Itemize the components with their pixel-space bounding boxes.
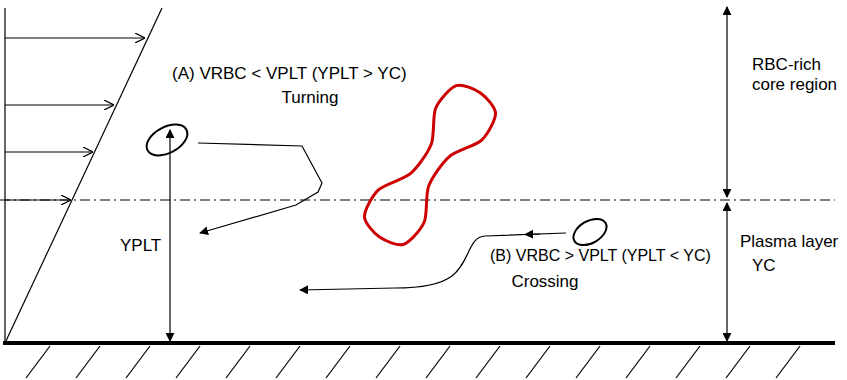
hatch-line [226, 346, 250, 378]
hatch-line [526, 346, 550, 378]
motion-label: Turning [281, 88, 338, 108]
hatch-line [76, 346, 100, 378]
dimension-arrow [726, 203, 727, 341]
velocity-arrow [5, 151, 92, 152]
condition-label: (A) VRBC < VPLT (YPLT > YC) [172, 64, 407, 84]
velocity-arrow [5, 104, 113, 105]
hatch-line [726, 346, 750, 378]
condition-label: (B) VRBC > VPLT (YPLT < YC) [490, 246, 711, 265]
wall-hatching [26, 346, 800, 378]
profile-line [5, 8, 162, 343]
hatch-line [326, 346, 350, 378]
dimension-arrow [169, 130, 170, 341]
platelet [569, 213, 611, 250]
dimension-label: YPLT [120, 236, 161, 256]
boundary-line [0, 199, 835, 200]
trajectory [198, 143, 322, 233]
motion-label: Crossing [511, 272, 578, 292]
dimension-label: YC [752, 256, 776, 276]
wall-line [3, 341, 835, 345]
hatch-line [276, 346, 300, 378]
velocity-arrow [5, 37, 144, 38]
dimension-arrow [726, 7, 727, 197]
hatch-line [376, 346, 400, 378]
hatch-line [576, 346, 600, 378]
hatch-line [26, 346, 50, 378]
region-label: RBC-rich core region [752, 55, 840, 96]
hatch-line [626, 346, 650, 378]
platelet [141, 118, 192, 162]
hatch-line [176, 346, 200, 378]
hatch-line [476, 346, 500, 378]
red-blood-cell [356, 76, 504, 253]
hatch-line [776, 346, 800, 378]
trajectory-arrow [525, 233, 540, 235]
hatch-line [426, 346, 450, 378]
hatch-line [676, 346, 700, 378]
hatch-line [126, 346, 150, 378]
region-label: Plasma layer [740, 232, 838, 252]
profile-axis [4, 8, 5, 343]
